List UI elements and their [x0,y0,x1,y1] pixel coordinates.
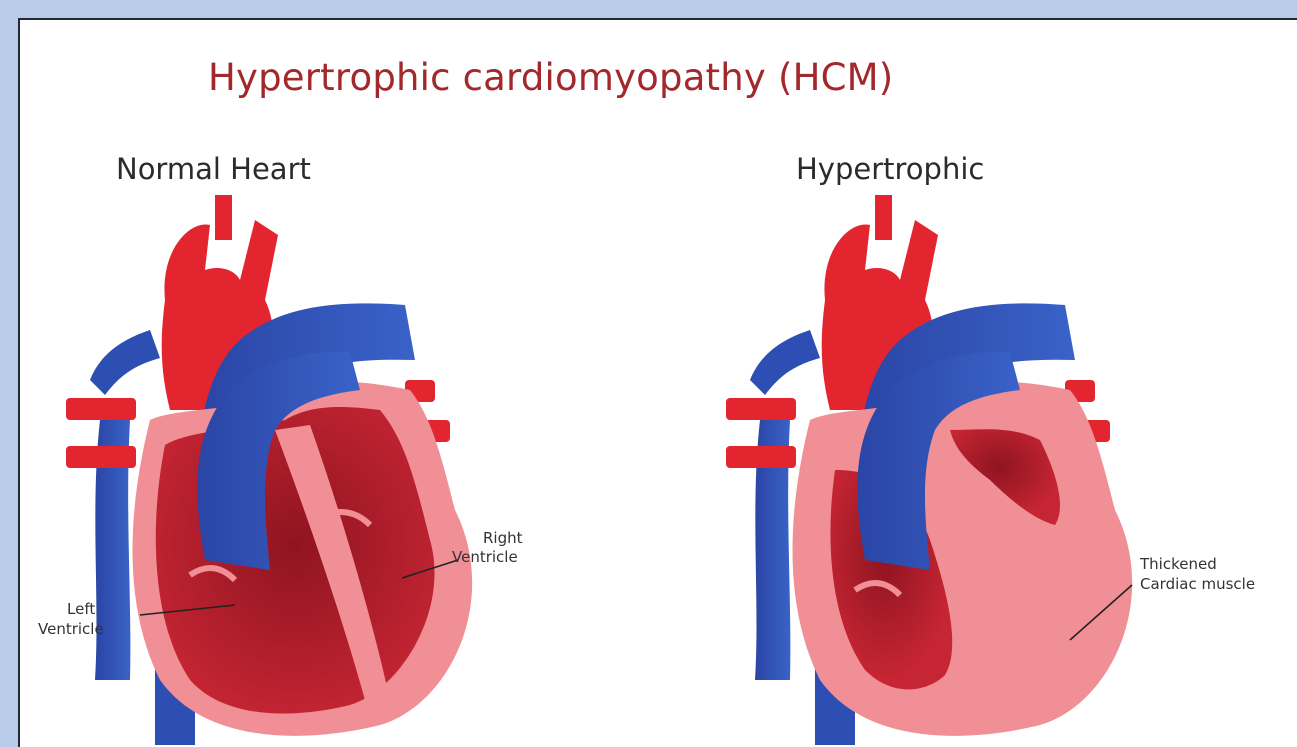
diagram-title: Hypertrophic cardiomyopathy (HCM) [208,56,893,99]
thickened-muscle-label-line1: Thickened [1140,555,1217,574]
thickened-muscle-label-line2: Cardiac muscle [1140,575,1255,594]
left-ventricle-label-line1: Left [67,600,95,619]
left-ventricle-label-line2: Ventricle [38,620,104,639]
diagram-card: Hypertrophic cardiomyopathy (HCM) Normal… [18,18,1297,747]
normal-heart-illustration [20,180,500,747]
right-ventricle-label-line2: Ventricle [452,548,518,567]
right-ventricle-label-line1: Right [483,529,523,548]
hypertrophic-heart-illustration [680,180,1160,747]
